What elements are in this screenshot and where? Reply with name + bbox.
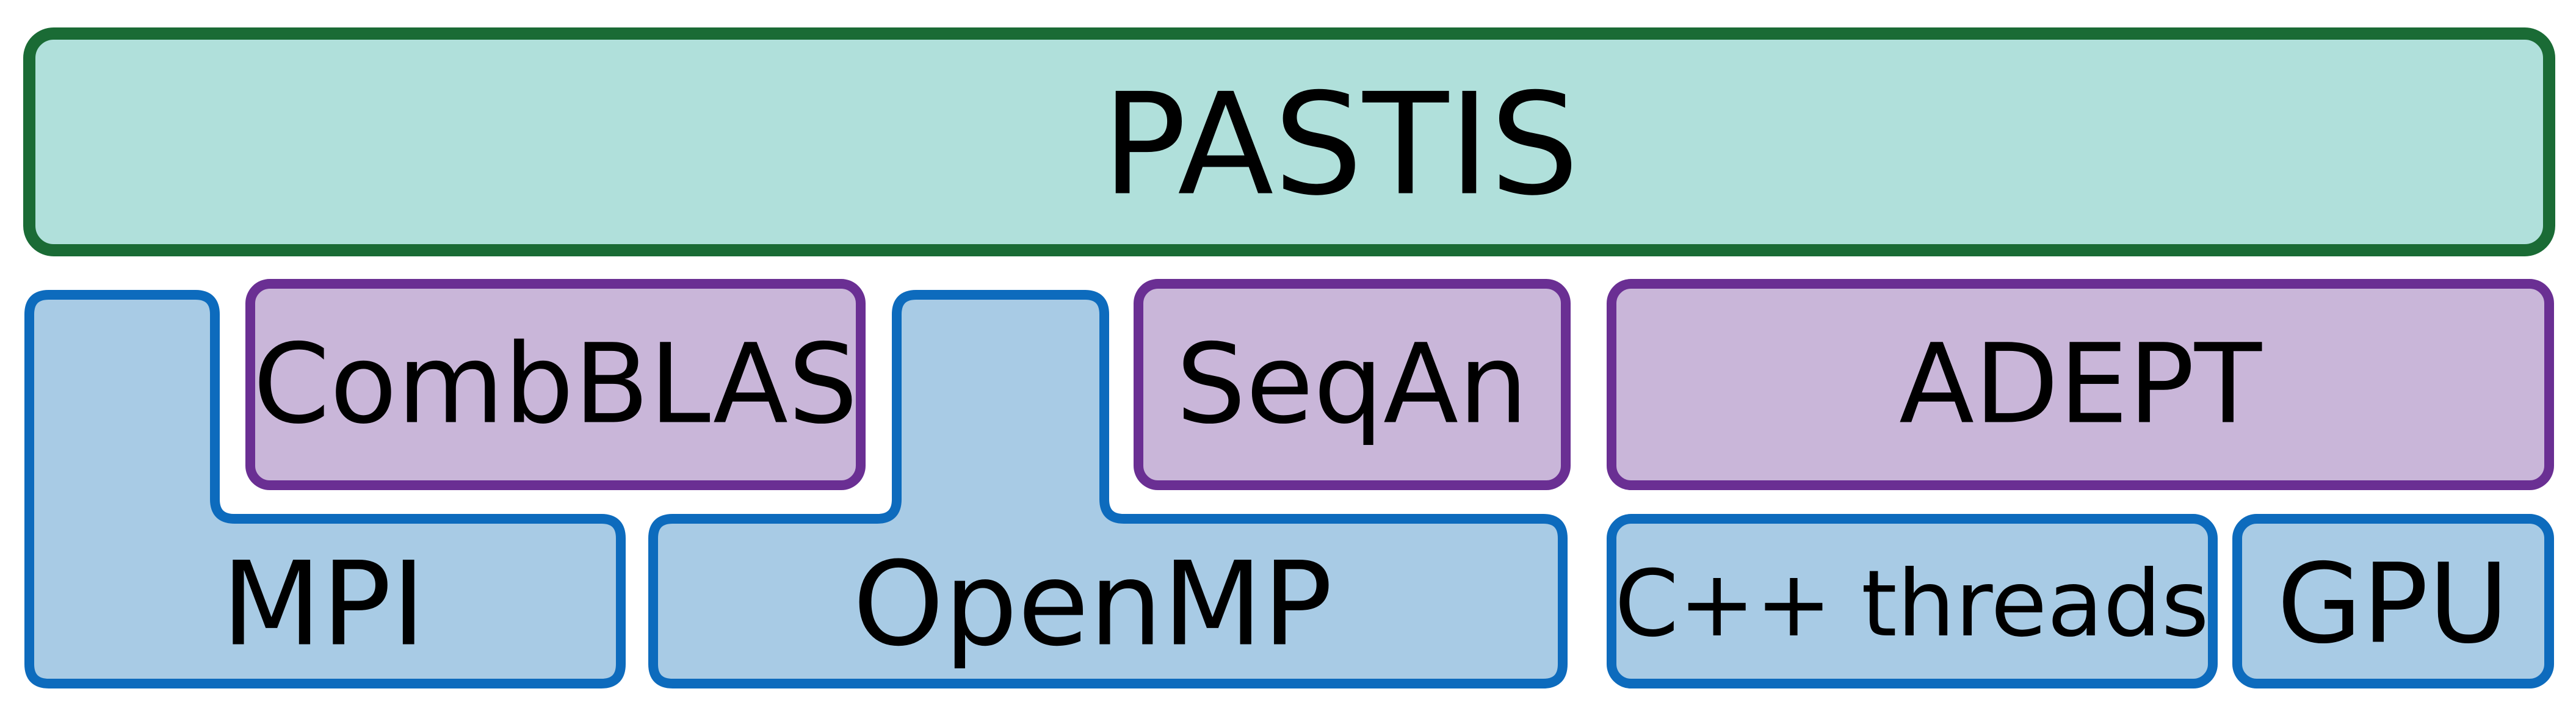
pastis-label: PASTIS <box>1102 64 1579 227</box>
adept-block: ADEPT <box>1607 279 2554 490</box>
adept-box <box>1607 279 2554 490</box>
mpi-block: MPI <box>24 290 626 688</box>
combblas-label: CombBLAS <box>253 321 858 449</box>
combblas-box <box>245 279 866 490</box>
pastis-box <box>23 27 2555 256</box>
cpp-threads-box <box>1607 514 2218 688</box>
cpp-threads-block: C++ threads <box>1607 514 2218 688</box>
pastis-block: PASTIS <box>23 27 2555 256</box>
openmp-label: OpenMP <box>853 537 1333 672</box>
adept-label: ADEPT <box>1899 321 2262 449</box>
mpi-label: MPI <box>222 537 426 672</box>
gpu-box <box>2232 514 2554 688</box>
seqan-block: SeqAn <box>1134 279 1571 490</box>
openmp-box <box>648 290 1568 688</box>
mpi-box <box>24 290 626 688</box>
gpu-label: GPU <box>2277 541 2509 668</box>
openmp-block: OpenMP <box>648 290 1568 688</box>
combblas-block: CombBLAS <box>245 279 866 490</box>
seqan-label: SeqAn <box>1176 321 1528 449</box>
seqan-box <box>1134 279 1571 490</box>
gpu-block: GPU <box>2232 514 2554 688</box>
cpp-threads-label: C++ threads <box>1615 551 2209 657</box>
